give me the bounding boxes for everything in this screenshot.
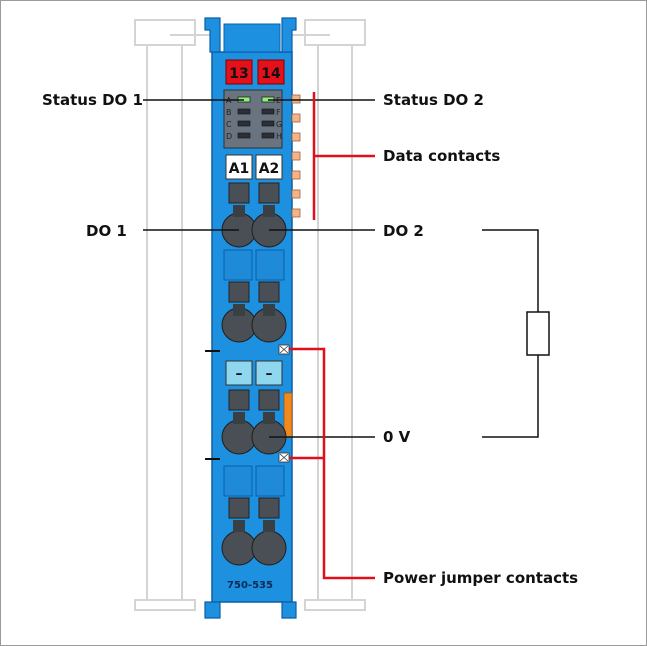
led-letter-f: F — [276, 108, 281, 117]
terminal-row-4 — [221, 497, 287, 566]
model-number: 750-535 — [227, 580, 273, 591]
power-jumper-bracket — [289, 347, 375, 580]
callout-brackets — [289, 92, 375, 580]
label-do2: DO 2 — [383, 222, 424, 240]
label-status-do1: Status DO 1 — [42, 91, 143, 109]
terminal-14-box — [257, 59, 285, 85]
minus-right-box — [255, 360, 283, 386]
minus-left-box — [225, 360, 253, 386]
data-contact-pads — [291, 94, 301, 218]
led-letter-b: B — [226, 108, 232, 117]
load-resistor — [526, 311, 550, 356]
ghost-modules — [134, 19, 366, 611]
terminal-13-label: 13 — [229, 66, 248, 82]
power-jumper-marker-bottom — [278, 452, 290, 463]
load-wire-top — [482, 229, 539, 312]
led-letter-d: D — [226, 132, 232, 141]
minus-right-label: – — [266, 366, 273, 382]
load-circuit — [482, 229, 550, 438]
channel-a2-box — [255, 154, 283, 180]
bottom-clip — [204, 601, 297, 619]
label-power-jumper-contacts: Power jumper contacts — [383, 569, 578, 587]
channel-a2-label: A2 — [259, 161, 280, 177]
terminal-13-box — [225, 59, 253, 85]
io-module: 13 14 A B C D E F G H A1 — [204, 17, 301, 619]
label-do1: DO 1 — [86, 222, 127, 240]
power-jumper-marker-top — [278, 344, 290, 355]
channel-a1-label: A1 — [229, 161, 250, 177]
leader-lines — [143, 99, 375, 438]
separator-1 — [223, 249, 285, 281]
led-letter-g: G — [276, 120, 282, 129]
minus-left-label: – — [236, 366, 243, 382]
terminal-row-2 — [221, 281, 287, 343]
label-data-contacts: Data contacts — [383, 147, 500, 165]
led-letter-h: H — [276, 132, 282, 141]
terminal-14-label: 14 — [261, 66, 281, 82]
channel-a1-box — [225, 154, 253, 180]
separator-2 — [223, 465, 285, 497]
led-letter-c: C — [226, 120, 232, 129]
label-zero-v: 0 V — [383, 428, 411, 446]
label-status-do2: Status DO 2 — [383, 91, 484, 109]
load-wire-bottom — [482, 355, 539, 438]
top-clip — [204, 17, 297, 53]
